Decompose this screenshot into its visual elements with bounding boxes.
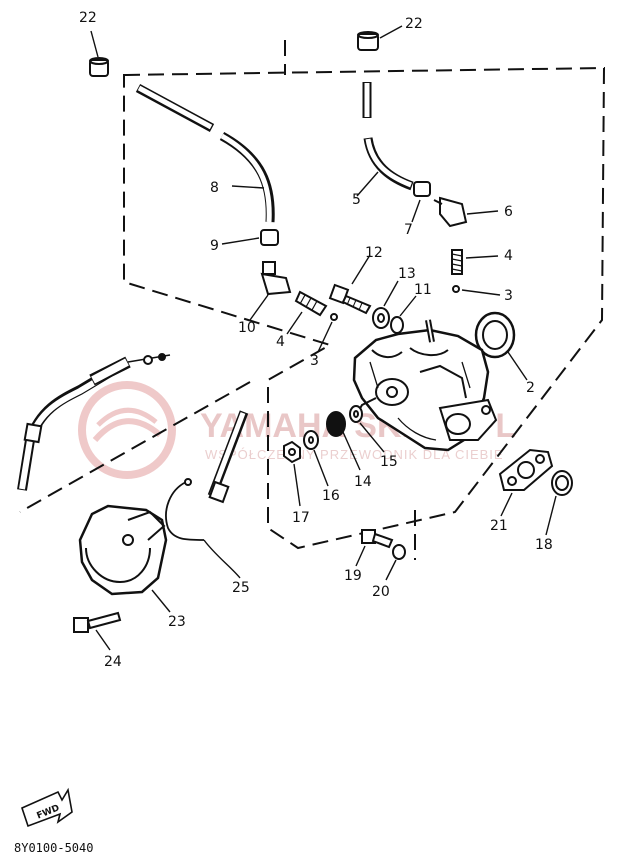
spring-4-left (286, 290, 328, 335)
callout-3-left: 3 (310, 353, 319, 369)
callout-22-left: 22 (79, 10, 97, 26)
callout-13: 13 (398, 266, 416, 282)
watermark-logo-icon (78, 381, 176, 479)
fitting-10 (249, 261, 292, 321)
callout-12: 12 (365, 245, 383, 261)
washer-13 (372, 280, 399, 329)
o-ring-18 (545, 470, 573, 536)
callout-17: 17 (292, 510, 310, 526)
clamp-9 (221, 229, 279, 246)
callout-5: 5 (352, 192, 361, 208)
washer-20 (385, 544, 406, 581)
callout-9: 9 (210, 238, 219, 254)
forward-arrow-icon (21, 787, 73, 828)
callout-21: 21 (490, 518, 508, 534)
cable-25 (165, 410, 249, 579)
group-boundary (19, 40, 606, 560)
callout-3-right: 3 (504, 288, 513, 304)
callout-10: 10 (238, 320, 256, 336)
callout-18: 18 (535, 537, 553, 553)
callout-23: 23 (168, 614, 186, 630)
bolt-12 (328, 254, 372, 315)
pump-cover-23 (78, 504, 171, 613)
hose-5 (356, 82, 414, 197)
spring-4-right (451, 249, 499, 275)
parts-artwork (17, 25, 573, 828)
callout-25: 25 (232, 580, 250, 596)
callout-4-right: 4 (504, 248, 513, 264)
washer-11 (390, 295, 417, 334)
oil-pump-body (352, 319, 498, 452)
callout-22-right: 22 (405, 16, 423, 32)
elbow-fitting-6 (433, 196, 499, 228)
cap-22-left (89, 30, 109, 77)
hose-8 (135, 84, 275, 223)
watermark-tagline: WSPÓŁCZESNY PRZEWODNIK DLA CIEBIE (205, 447, 504, 462)
callout-4-left: 4 (276, 334, 285, 350)
callout-15: 15 (380, 454, 398, 470)
bolt-19 (355, 529, 394, 567)
nut-17 (283, 440, 301, 507)
callout-20: 20 (372, 584, 390, 600)
callout-11: 11 (414, 282, 432, 298)
cap-22-right (357, 25, 403, 51)
ball-3-left (317, 313, 338, 353)
callout-7: 7 (404, 222, 413, 238)
callout-24: 24 (104, 654, 122, 670)
callouts: 22 22 8 9 10 5 7 6 4 3 12 13 11 4 3 2 15… (79, 10, 553, 670)
washer-16 (303, 430, 329, 487)
drawing-code: 8Y0100-5040 (14, 841, 93, 855)
callout-14: 14 (354, 474, 372, 490)
gear-14 (326, 411, 361, 471)
callout-19: 19 (344, 568, 362, 584)
callout-2: 2 (526, 380, 535, 396)
callout-8: 8 (210, 180, 219, 196)
callout-6: 6 (504, 204, 513, 220)
gasket-21 (498, 448, 554, 517)
oil-seal-2 (474, 311, 528, 381)
pump-cable (17, 353, 171, 491)
bolt-24 (73, 611, 122, 651)
clamp-7 (411, 181, 431, 223)
washer-15 (349, 405, 385, 453)
ball-3-right (452, 285, 501, 296)
callout-16: 16 (322, 488, 340, 504)
